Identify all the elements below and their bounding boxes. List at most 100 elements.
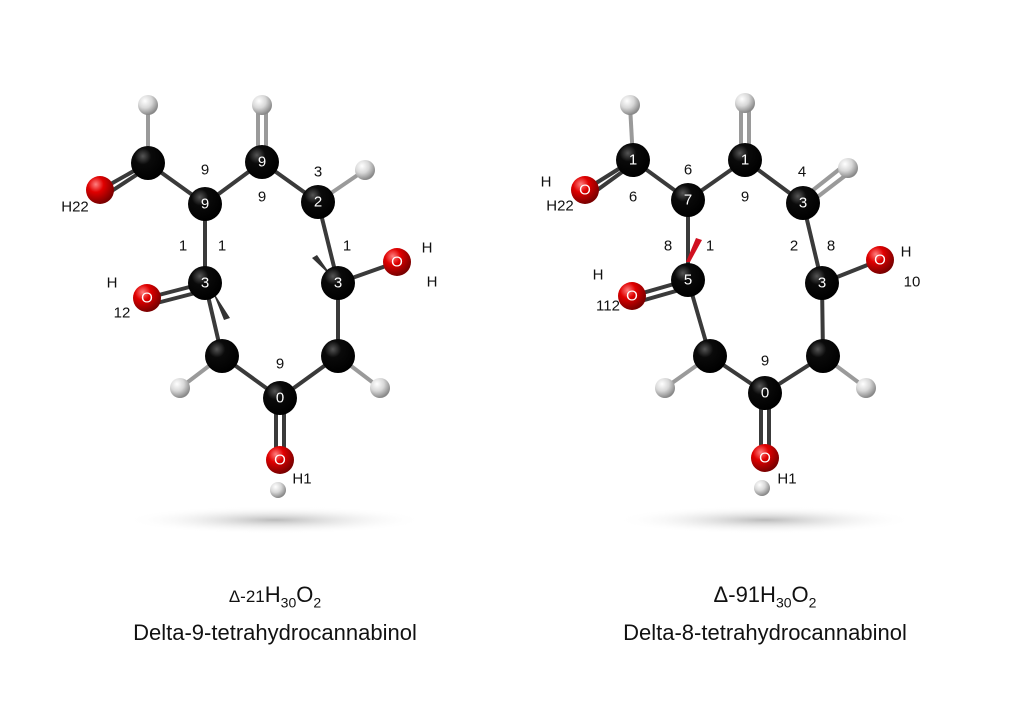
oxygen-atom: [618, 282, 646, 310]
carbon-atom: [786, 186, 820, 220]
label: 8: [664, 238, 672, 255]
hydrogen-atom: [138, 95, 158, 115]
hydrogen-atom: [252, 95, 272, 115]
formula-o: O: [296, 582, 314, 607]
atom-label: O: [274, 452, 286, 469]
oxygen-atom: [751, 444, 779, 472]
carbon-atom: [616, 143, 650, 177]
carbon-atom: [748, 376, 782, 410]
shadow: [615, 506, 915, 534]
atom-label: 3: [799, 195, 807, 212]
label: H: [422, 240, 433, 257]
carbon-atom: [671, 183, 705, 217]
hydrogen-atom: [620, 95, 640, 115]
oxygen-atom: [383, 248, 411, 276]
label: 9: [761, 353, 769, 370]
atom-label: 0: [761, 385, 769, 402]
carbon-atom: [321, 266, 355, 300]
label: 6: [684, 162, 692, 179]
carbon-atom: [806, 339, 840, 373]
carbon-atom: [205, 339, 239, 373]
formula-delta9: Δ-21H30O2: [75, 582, 475, 610]
carbon-atom: [728, 143, 762, 177]
oxygen-atom: [133, 284, 161, 312]
label: H: [107, 275, 118, 292]
atom-label: O: [141, 290, 153, 307]
formula-h-sub: 30: [775, 594, 792, 611]
label: H: [427, 274, 438, 291]
carbon-atom: [671, 263, 705, 297]
atom-label: 0: [276, 390, 284, 407]
atom-label: 5: [684, 272, 692, 289]
formula-h: H: [760, 582, 776, 607]
atom-label: O: [391, 254, 403, 271]
atom-label: 1: [629, 152, 637, 169]
name-delta8: Delta-8-tetrahydrocannabinol: [623, 620, 907, 645]
label: 9: [201, 162, 209, 179]
hydrogen-atom: [838, 158, 858, 178]
atoms: 9 9 2 3 3 0 O O O: [86, 95, 411, 498]
hydrogen-atom: [754, 480, 770, 496]
carbon-atom: [131, 146, 165, 180]
atom-label: O: [874, 252, 886, 269]
hydrogen-atom: [355, 160, 375, 180]
label: H: [901, 244, 912, 261]
atom-label: O: [759, 450, 771, 467]
label: 1: [179, 238, 187, 255]
hydrogen-atom: [170, 378, 190, 398]
label: H22: [61, 199, 89, 216]
atom-label: 1: [741, 152, 749, 169]
name-delta9: Delta-9-tetrahydrocannabinol: [133, 620, 417, 645]
label: 1: [343, 238, 351, 255]
label: 8: [827, 238, 835, 255]
formula-h-sub: 30: [280, 594, 297, 611]
hydrogen-atom: [856, 378, 876, 398]
carbon-atom: [263, 381, 297, 415]
carbon-atom: [301, 185, 335, 219]
label: H22: [546, 198, 574, 215]
label: 4: [798, 164, 806, 181]
label: H1: [777, 471, 796, 488]
formula-h: H: [264, 582, 281, 607]
carbon-atom: [321, 339, 355, 373]
formula-o: O: [791, 582, 809, 607]
label: 9: [258, 189, 266, 206]
atoms: 1 7 1 3 5 3 0 O O O O: [571, 93, 894, 496]
oxygen-atom: [571, 176, 599, 204]
formula-o-sub: 2: [313, 594, 322, 611]
formula-delta8: Δ-91H30O2: [565, 582, 965, 610]
oxygen-atom: [866, 246, 894, 274]
label: 1: [218, 238, 226, 255]
hydrogen-atom: [735, 93, 755, 113]
carbon-atom: [245, 145, 279, 179]
atom-label: 3: [818, 275, 826, 292]
carbon-atom: [188, 187, 222, 221]
molecule-delta9: 9 9 2 3 3 0 O O O H22 9 9 3 1: [61, 95, 437, 498]
annotations: H22 9 9 3 1 1 1 H H H 12 9 H1: [61, 162, 437, 488]
oxygen-atom: [266, 446, 294, 474]
oxygen-atom: [86, 176, 114, 204]
label: H: [593, 267, 604, 284]
label: 10: [904, 274, 921, 291]
label: 12: [114, 305, 131, 322]
shadow: [125, 506, 425, 534]
formula-prefix: Δ-21: [228, 587, 265, 606]
label: 2: [790, 238, 798, 255]
label: H: [541, 174, 552, 191]
carbon-atom: [693, 339, 727, 373]
label: 9: [276, 356, 284, 373]
formula-prefix: Δ-91: [713, 582, 761, 607]
label: 1: [706, 238, 714, 255]
hydrogen-atom: [370, 378, 390, 398]
atom-label: 7: [684, 192, 692, 209]
hydrogen-atom: [270, 482, 286, 498]
label: 9: [741, 189, 749, 206]
hydrogen-atom: [655, 378, 675, 398]
atom-label: 2: [314, 194, 322, 211]
label: H1: [292, 471, 311, 488]
atom-label: O: [579, 182, 591, 199]
carbon-atom: [805, 266, 839, 300]
molecule-delta8: 1 7 1 3 5 3 0 O O O O H H22: [541, 93, 921, 496]
annotations: H H22 6 6 9 4 8 1 2 8 H 10 H 112 9 H1: [541, 162, 921, 488]
